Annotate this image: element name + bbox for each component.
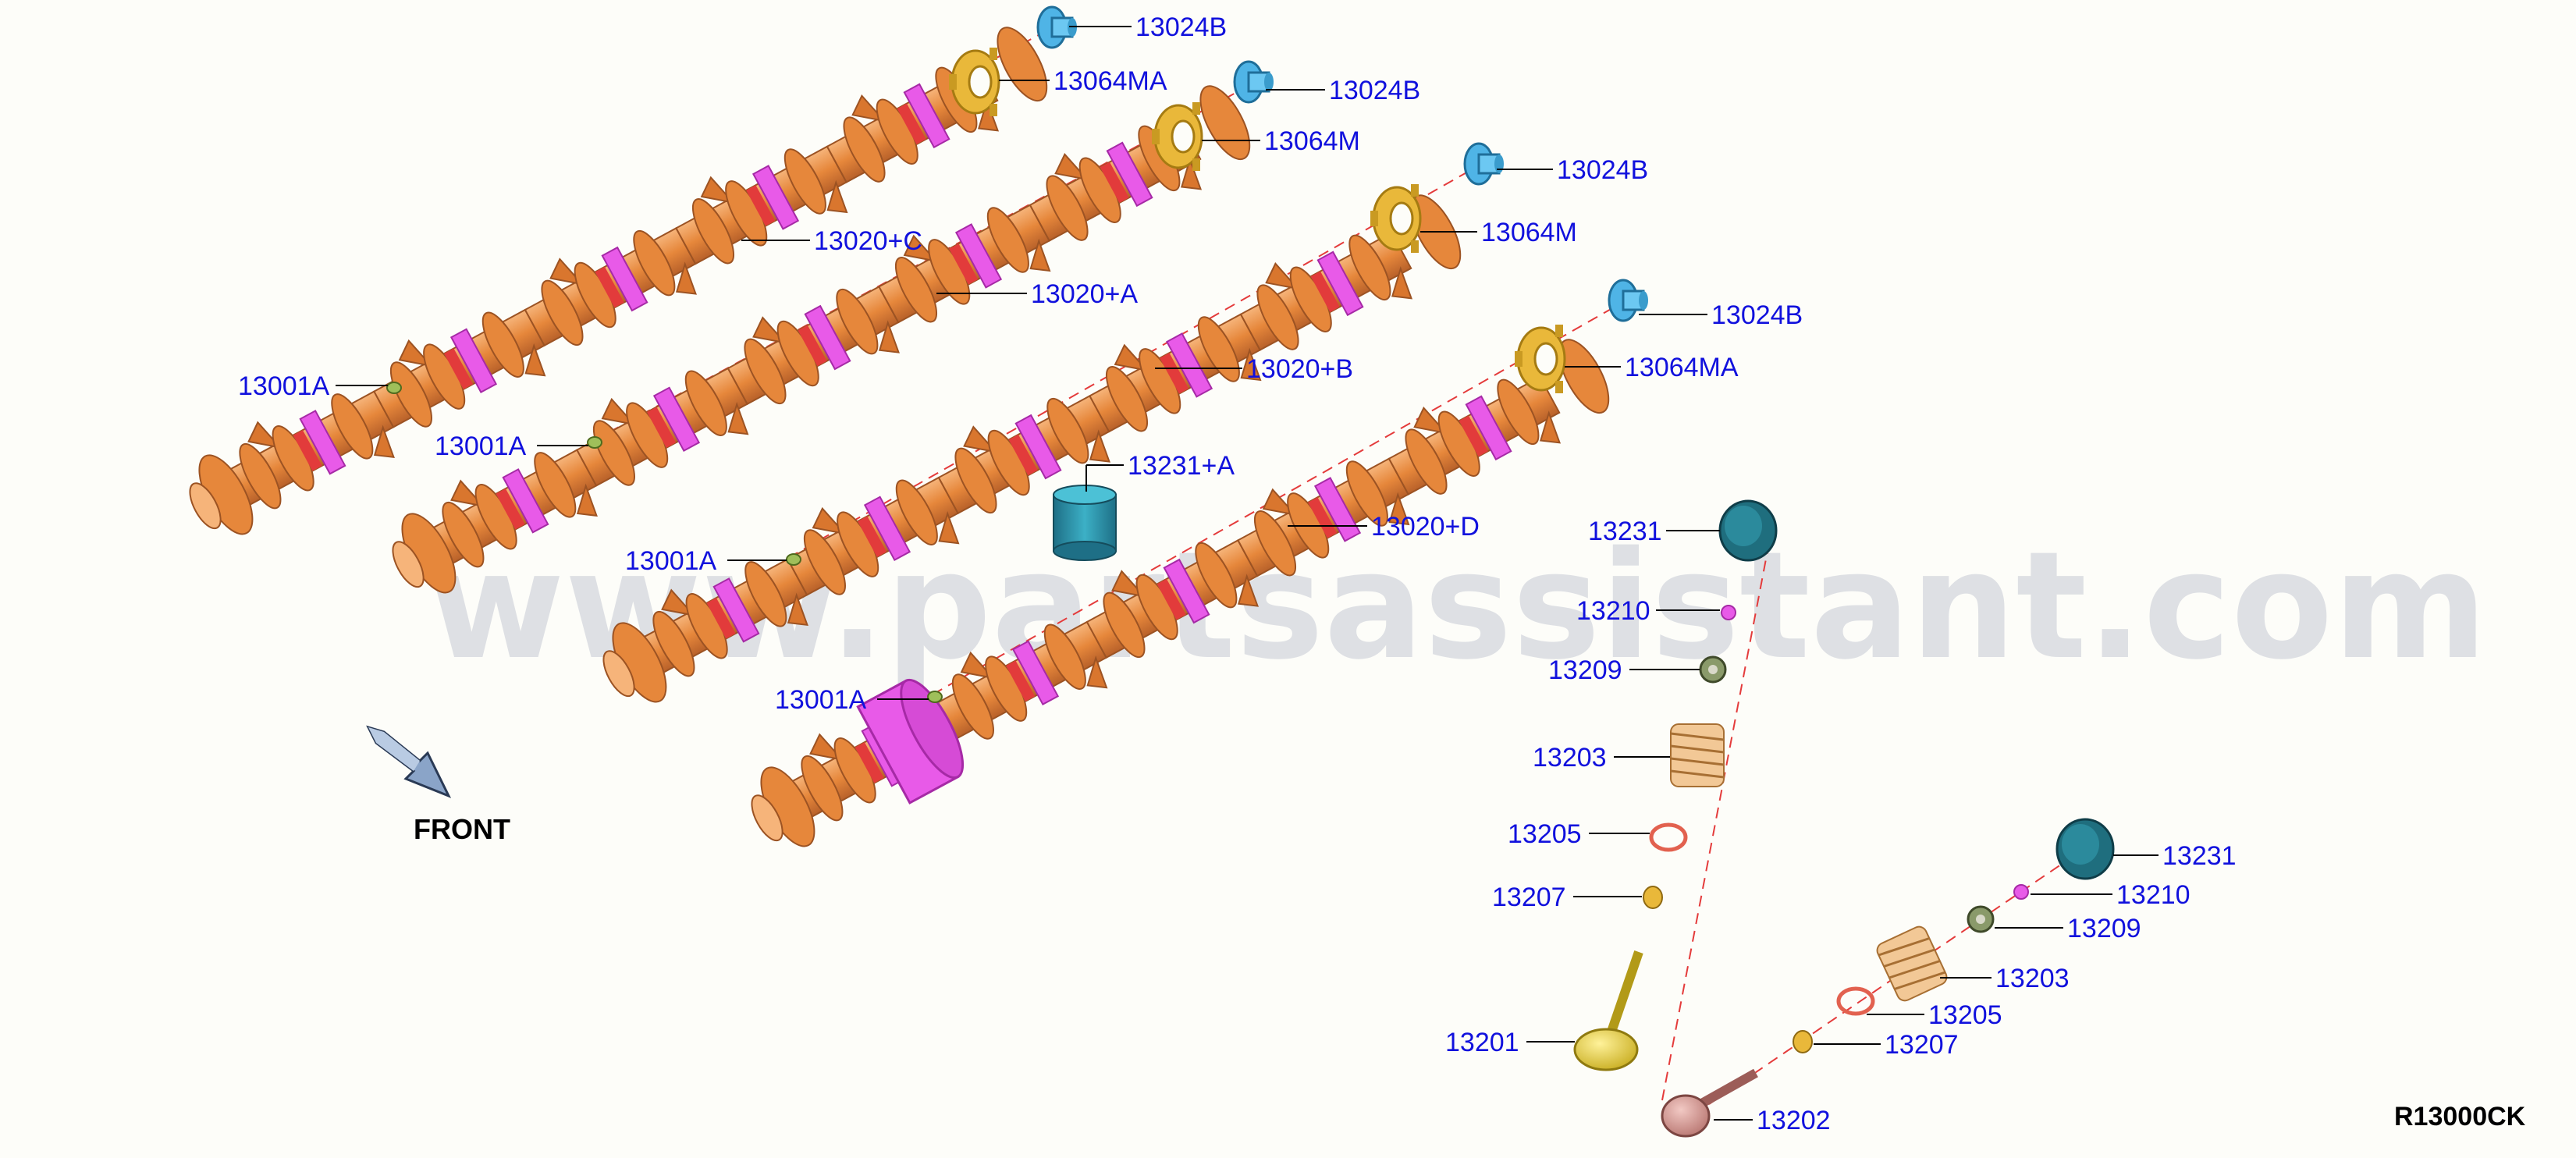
sensor-ring-graphic (1513, 323, 1566, 395)
callout-c23[interactable]: 13207 (1492, 883, 1566, 912)
cap-bolt-graphic (1233, 60, 1275, 104)
callout-c31[interactable]: 13202 (1757, 1106, 1831, 1135)
callout-c17[interactable]: 13001A (775, 685, 867, 715)
callout-c30[interactable]: 13207 (1885, 1030, 1959, 1060)
tappet-graphic (1053, 485, 1117, 561)
callout-c14[interactable]: 13001A (238, 371, 330, 401)
callout-c27[interactable]: 13209 (2067, 914, 2141, 943)
exhaust-valve-assembly (1661, 818, 2115, 1138)
callout-c7[interactable]: 13024B (1711, 300, 1803, 330)
callout-c6[interactable]: 13064M (1481, 218, 1577, 247)
callout-c20[interactable]: 13209 (1548, 655, 1622, 685)
front-arrow-icon (366, 725, 452, 798)
callout-c8[interactable]: 13064MA (1625, 353, 1739, 382)
callout-c3[interactable]: 13024B (1329, 76, 1420, 105)
callout-c29[interactable]: 13205 (1928, 1000, 2002, 1030)
plug-graphic (386, 382, 402, 394)
callout-c19[interactable]: 13210 (1576, 596, 1650, 626)
callout-c9[interactable]: 13020+C (814, 226, 922, 256)
plug-graphic (927, 691, 943, 703)
intake-valve-assembly (1573, 499, 1778, 1071)
callout-c5[interactable]: 13024B (1557, 155, 1648, 185)
plug-graphic (786, 553, 801, 566)
callout-c15[interactable]: 13001A (435, 432, 527, 461)
plug-graphic (587, 436, 602, 449)
callout-c11[interactable]: 13020+B (1246, 354, 1353, 384)
callout-c18[interactable]: 13231 (1588, 517, 1662, 546)
callouts: 13024B 13064MA 13024B 13064M 13024B 1306… (238, 12, 2237, 1135)
callout-c16[interactable]: 13001A (625, 546, 717, 576)
diagram-code: R13000CK (2394, 1102, 2526, 1131)
callout-c10[interactable]: 13020+A (1031, 279, 1138, 309)
camshaft-4-graphic (731, 320, 1625, 871)
callout-c22[interactable]: 13205 (1508, 819, 1582, 849)
callout-c25[interactable]: 13231 (2162, 841, 2237, 871)
callout-c21[interactable]: 13203 (1533, 743, 1607, 773)
callout-c28[interactable]: 13203 (1995, 964, 2070, 993)
callout-c24[interactable]: 13201 (1445, 1028, 1519, 1057)
front-label: FRONT (414, 813, 510, 845)
callout-c26[interactable]: 13210 (2116, 880, 2190, 910)
callout-c13[interactable]: 13020+D (1371, 512, 1480, 542)
callout-c4[interactable]: 13064M (1264, 126, 1360, 156)
callout-c2[interactable]: 13064MA (1053, 66, 1167, 96)
cap-bolt-graphic (1463, 142, 1505, 186)
callout-c12[interactable]: 13231+A (1128, 451, 1235, 481)
callout-c1[interactable]: 13024B (1135, 12, 1227, 42)
